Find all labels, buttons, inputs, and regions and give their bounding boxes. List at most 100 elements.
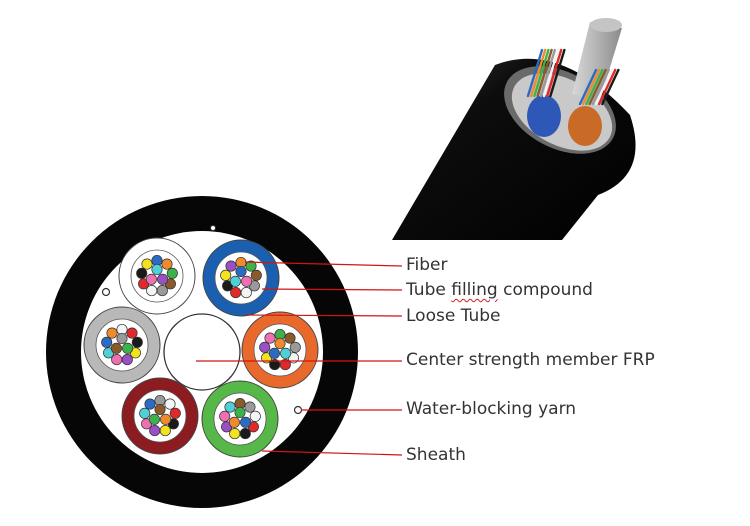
loose-tube-white xyxy=(118,237,196,315)
fiber xyxy=(145,273,157,285)
water-blocking-yarn-dot xyxy=(210,225,216,231)
fiber xyxy=(157,273,169,285)
fiber xyxy=(239,428,251,440)
leader-lines xyxy=(196,261,403,456)
cable-3d-center-rod-tip xyxy=(590,18,622,32)
label-loose-tube: Loose Tube xyxy=(406,306,501,326)
cable-3d-fiber xyxy=(526,48,544,98)
cable-3d-fiber xyxy=(585,68,604,106)
fiber xyxy=(264,332,276,344)
fiber xyxy=(228,416,240,428)
fiber xyxy=(169,407,181,419)
cable-3d-fiber xyxy=(582,68,601,106)
fiber xyxy=(234,406,246,419)
label-center-strength-member: Center strength member FRP xyxy=(406,350,655,370)
fiber xyxy=(229,275,241,287)
fiber xyxy=(241,275,253,287)
fiber xyxy=(274,337,286,350)
fiber xyxy=(230,287,242,299)
fiber xyxy=(259,341,271,353)
cable-cross-section xyxy=(46,196,358,508)
fiber xyxy=(160,413,172,425)
fiber xyxy=(131,336,143,348)
label-fiber: Fiber xyxy=(406,255,448,275)
water-blocking-yarn-dot xyxy=(101,287,111,297)
cable-3d-fiber xyxy=(578,68,598,106)
cable-3d-fiber xyxy=(536,48,553,98)
fiber xyxy=(161,258,173,270)
cable-3d-fiber xyxy=(546,48,563,98)
fiber xyxy=(249,410,261,422)
fiber xyxy=(225,260,237,272)
cable-3d-fiber xyxy=(530,48,547,98)
cable-3d-fiber xyxy=(591,68,610,106)
cable-3d-fiber xyxy=(542,48,560,98)
fiber xyxy=(220,269,232,281)
fiber xyxy=(159,425,171,437)
fiber xyxy=(280,347,292,359)
fiber xyxy=(240,416,252,428)
leader-line-sheath xyxy=(261,450,403,456)
loose-tube-gray xyxy=(83,306,161,384)
cable-3d-orange-tube xyxy=(568,106,602,146)
fiber xyxy=(269,359,281,371)
cable-3d-fibers xyxy=(526,48,620,106)
loose-tube-orange xyxy=(241,311,319,389)
loose-tube-blue xyxy=(202,239,280,317)
water-blocking-yarn-dot xyxy=(293,405,303,415)
cable-3d-center-rod xyxy=(572,22,622,100)
label-tube-filling-part-1: Tube xyxy=(406,280,452,300)
label-water-blocking-yarn: Water-blocking yarn xyxy=(406,399,577,419)
leader-line-loose-tube xyxy=(245,314,403,317)
leader-line-tube-filling xyxy=(261,288,403,291)
fiber xyxy=(136,267,148,279)
cable-3d-fiber xyxy=(588,68,607,106)
fiber xyxy=(240,287,252,299)
cable-3d-fiber xyxy=(533,48,550,98)
fiber xyxy=(126,327,138,339)
fiber xyxy=(144,398,156,410)
cable-3d-fiber xyxy=(539,48,556,98)
cable-3d-fiber xyxy=(549,48,566,98)
fiber xyxy=(122,342,134,354)
fiber xyxy=(166,267,178,279)
fiber xyxy=(289,341,301,353)
fiber xyxy=(101,336,113,348)
fiber xyxy=(156,285,168,297)
cable-3d-fiber xyxy=(598,68,617,106)
leader-line-fiber xyxy=(244,261,403,267)
cable-3d-fiber xyxy=(601,68,620,106)
loose-tube-green xyxy=(201,380,279,458)
label-tube-filling-part-3: compound xyxy=(497,280,593,300)
fiber xyxy=(141,258,153,270)
fiber xyxy=(116,332,128,345)
center-strength-member xyxy=(163,313,241,391)
fiber xyxy=(268,347,280,359)
fiber xyxy=(244,401,256,413)
fiber xyxy=(245,260,257,272)
fiber xyxy=(154,403,166,416)
loose-tube-maroon xyxy=(121,377,199,455)
label-tube-filling-compound: Tube filling compound xyxy=(406,280,593,300)
fiber xyxy=(106,327,118,339)
fiber xyxy=(149,425,161,437)
fiber xyxy=(151,263,163,276)
fiber xyxy=(229,428,241,440)
fiber xyxy=(146,285,158,297)
cable-3d-blue-tube xyxy=(527,95,561,137)
label-tube-filling-part-2: filling xyxy=(451,280,498,300)
fiber xyxy=(250,269,262,281)
fiber xyxy=(121,354,133,366)
fiber xyxy=(235,265,247,278)
fiber xyxy=(219,410,231,422)
label-sheath: Sheath xyxy=(406,445,466,465)
fiber xyxy=(164,398,176,410)
fiber xyxy=(110,342,122,354)
fiber xyxy=(139,407,151,419)
cable-3d-fiber xyxy=(594,68,614,106)
fiber xyxy=(111,354,123,366)
fiber xyxy=(284,332,296,344)
fiber xyxy=(224,401,236,413)
fiber xyxy=(148,413,160,425)
